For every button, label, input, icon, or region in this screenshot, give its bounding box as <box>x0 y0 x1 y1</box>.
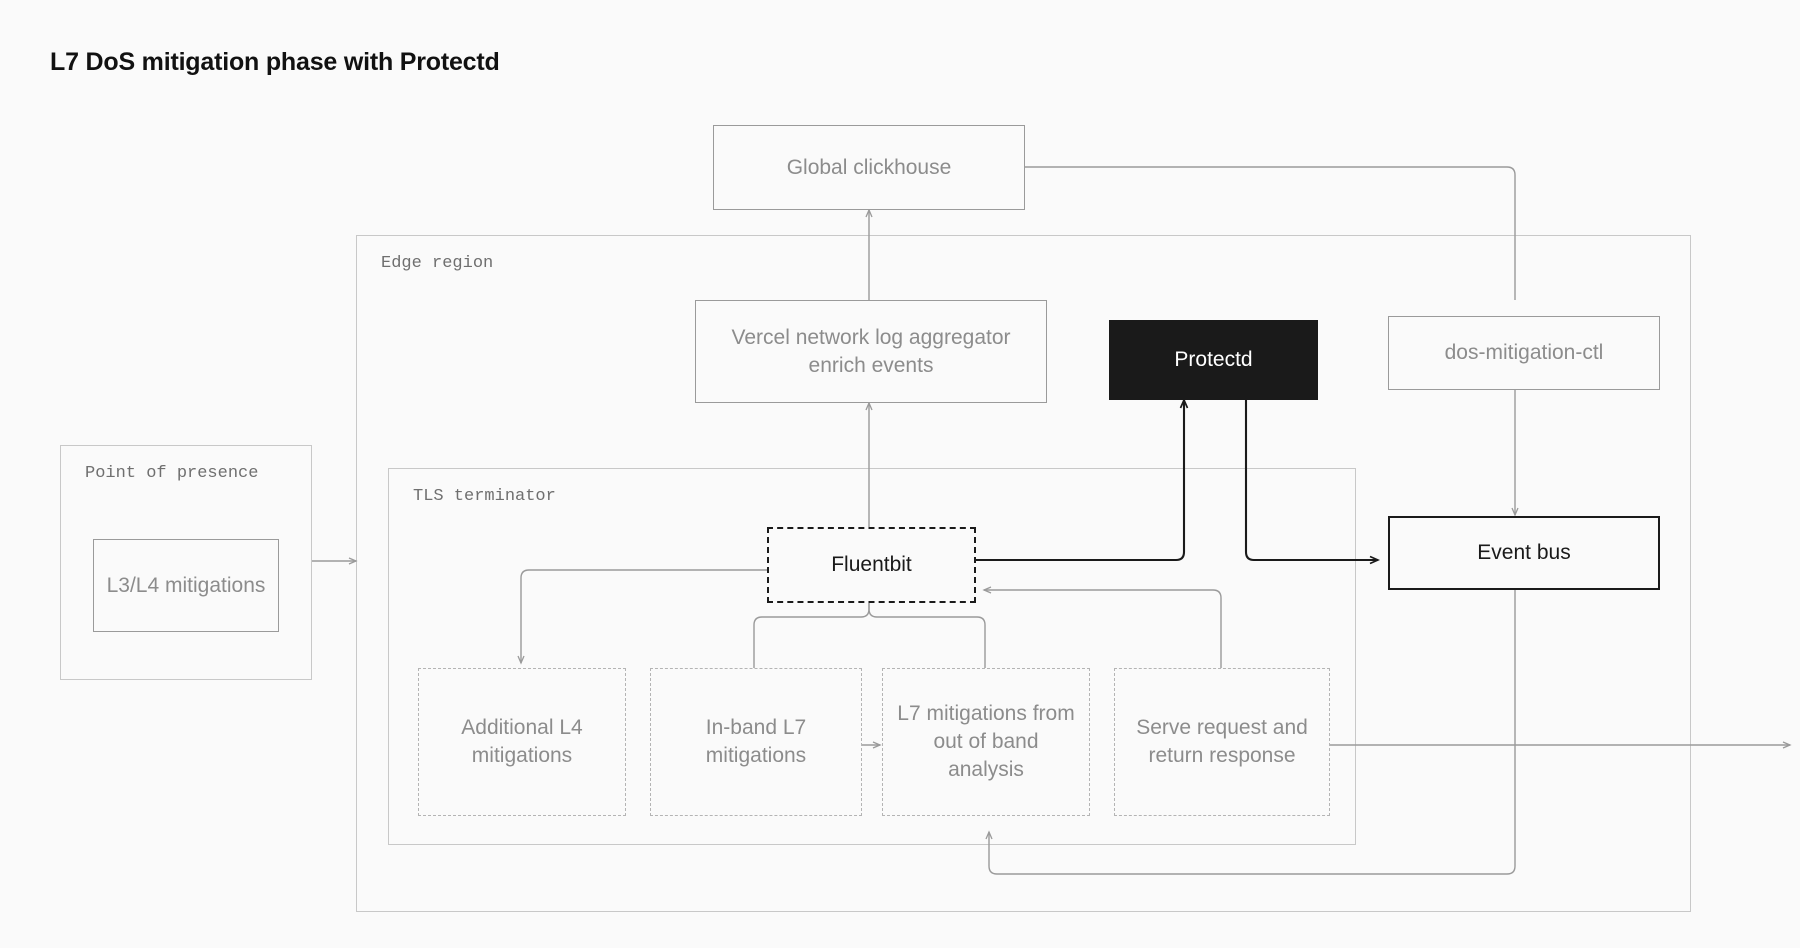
node-l7-mitigations-oob-analysis[interactable]: L7 mitigations from out of band analysis <box>882 668 1090 816</box>
node-inband-l7-mitigations-label: In-band L7 mitigations <box>705 716 807 767</box>
group-tls-terminator-label: TLS terminator <box>413 487 556 506</box>
node-l7-mitigations-oob-analysis-label: L7 mitigations from out of band analysis <box>897 702 1075 781</box>
node-dos-mitigation-ctl-label: dos-mitigation-ctl <box>1444 341 1604 365</box>
node-additional-l4-mitigations[interactable]: Additional L4 mitigations <box>418 668 626 816</box>
node-fluentbit[interactable]: Fluentbit <box>767 527 976 603</box>
group-point-of-presence-label: Point of presence <box>85 464 259 483</box>
node-global-clickhouse[interactable]: Global clickhouse <box>713 125 1025 210</box>
node-l3l4-mitigations-label: L3/L4 mitigations <box>106 573 266 597</box>
node-additional-l4-mitigations-label: Additional L4 mitigations <box>461 716 583 767</box>
node-dos-mitigation-ctl[interactable]: dos-mitigation-ctl <box>1388 316 1660 390</box>
node-vercel-network-log-aggregator[interactable]: Vercel network log aggregator enrich eve… <box>695 300 1047 403</box>
node-global-clickhouse-label: Global clickhouse <box>786 155 952 179</box>
node-vercel-network-log-aggregator-label: Vercel network log aggregator enrich eve… <box>731 325 1011 377</box>
node-protectd-label: Protectd <box>1174 348 1253 372</box>
group-edge-region-label: Edge region <box>381 254 494 273</box>
node-event-bus-label: Event bus <box>1477 541 1571 565</box>
node-event-bus[interactable]: Event bus <box>1388 516 1660 590</box>
node-fluentbit-label: Fluentbit <box>831 553 912 577</box>
node-serve-request-return-response-label: Serve request and return response <box>1136 716 1308 767</box>
node-inband-l7-mitigations[interactable]: In-band L7 mitigations <box>650 668 862 816</box>
node-serve-request-return-response[interactable]: Serve request and return response <box>1114 668 1330 816</box>
node-l3l4-mitigations[interactable]: L3/L4 mitigations <box>93 539 279 632</box>
page-title: L7 DoS mitigation phase with Protectd <box>50 48 500 76</box>
node-protectd[interactable]: Protectd <box>1109 320 1318 400</box>
